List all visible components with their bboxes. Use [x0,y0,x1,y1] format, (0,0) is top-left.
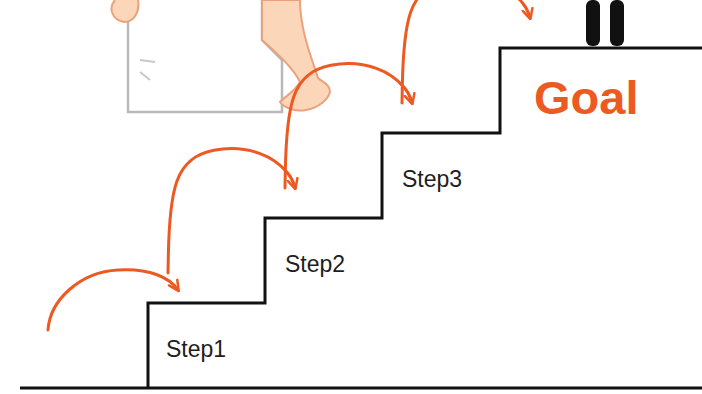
step-label: Step2 [285,251,345,278]
step-box: Step3 [382,103,500,388]
arm [262,0,330,111]
person-figure [112,0,330,112]
hop-arrow [168,149,295,273]
staircase-outline [148,48,702,388]
leg [586,0,600,46]
shirt-outline [128,0,282,112]
hand-upper [112,0,139,22]
hop-arrow [285,64,412,188]
step-box: Goal [500,18,702,388]
step-label: Step1 [166,336,226,363]
ground-line [20,387,702,390]
goal-label: Goal [534,70,638,125]
goal-figure [586,0,624,46]
leg [610,0,624,46]
step-box: Step2 [265,188,382,388]
hop-arrow [48,270,178,330]
hop-arrow [402,0,530,103]
shirt-fold [140,60,155,80]
step-box: Step1 [148,273,265,388]
step-label: Step3 [402,166,462,193]
